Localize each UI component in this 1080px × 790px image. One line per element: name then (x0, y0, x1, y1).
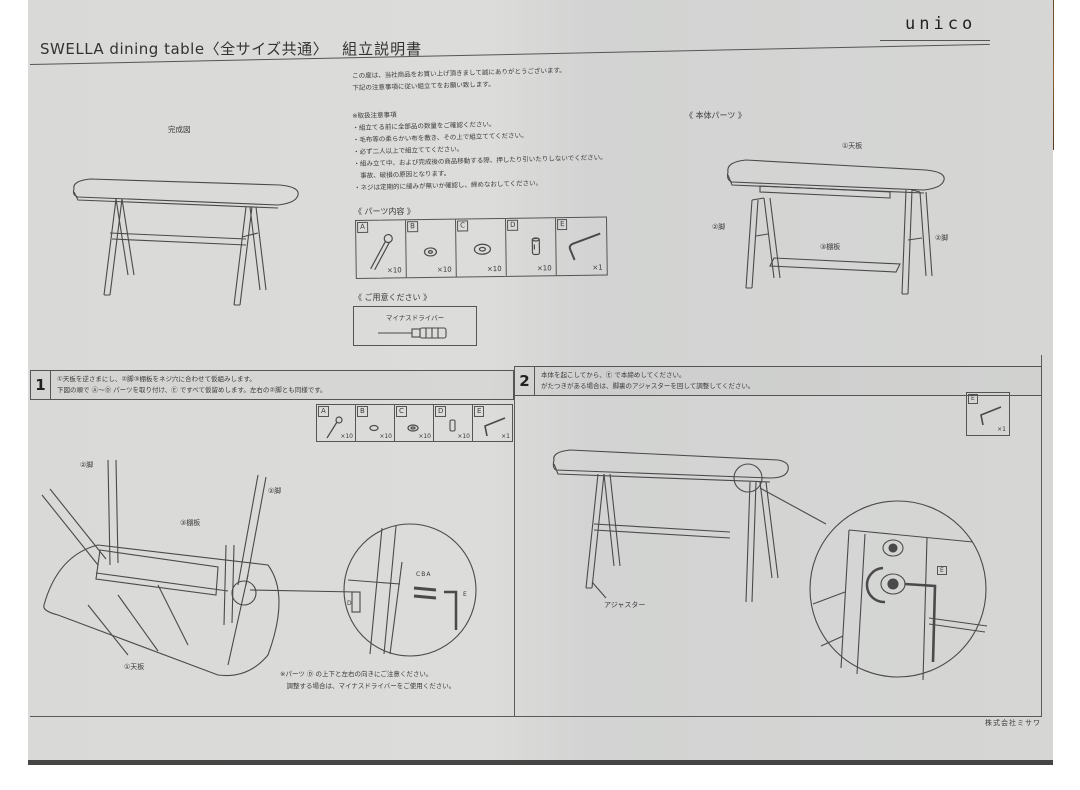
tool-box: マイナスドライバー (353, 306, 477, 346)
step-1-upside-down-table-illustration (41, 459, 280, 677)
hex-key-icon (484, 417, 506, 437)
step-1-label-leg-b: ②脚 (268, 487, 282, 495)
step-2-connector-line (759, 487, 827, 525)
handling-notes: ※取扱注意事項 ・組立てる前に全部品の数量をご確認ください。 ・毛布等の柔らかい… (352, 103, 607, 194)
bolt-icon (370, 233, 393, 271)
bolt-icon (326, 416, 343, 439)
part-label-shelf: ③棚板 (820, 243, 841, 251)
flathead-screwdriver-icon (378, 327, 447, 339)
steps-frame (30, 355, 1042, 717)
detail-letter-e: E (463, 591, 467, 598)
step-1-detail-zoom-illustration (343, 523, 477, 657)
step-1-connector-line (249, 589, 357, 593)
part-label-leg-left: ②脚 (712, 223, 726, 231)
step-2-instructions: 本体を起こしてから、Ⓔ で本締めしてください。 がたつきがある場合は、脚裏のアジ… (541, 371, 755, 390)
part-label-top: ①天板 (842, 142, 863, 150)
part-b: B ×10 (406, 219, 457, 278)
part-c: C ×10 (456, 218, 507, 277)
complete-table-illustration (72, 178, 299, 306)
tool-name: マイナスドライバー (385, 314, 445, 322)
flat-washer-icon (473, 243, 492, 255)
barrel-nut-icon (449, 419, 456, 432)
parts-list: A ×10 B ×10 C ×10 D ×10 E ×1 (355, 216, 608, 279)
step-1-part-c: C×10 (395, 405, 434, 441)
step-2-upright-table-illustration (552, 449, 789, 603)
step-1-part-a: A×10 (317, 405, 356, 441)
step-1-number: 1 (31, 371, 51, 399)
size-note: 〈全サイズ共通〉 (204, 40, 329, 58)
complete-view-label: 完成図 (168, 125, 191, 134)
doc-type: 組立説明書 (342, 40, 423, 58)
spring-washer-icon (423, 247, 438, 257)
step-2-detail-letter-e: E (937, 566, 947, 575)
step-1-part-b: B×10 (356, 405, 395, 441)
spring-washer-icon (369, 424, 379, 432)
brand-logo: unico (905, 14, 977, 34)
step-1-part-e: E×1 (473, 405, 512, 441)
adjuster-label: アジャスター (604, 601, 646, 609)
hex-key-icon (980, 406, 1002, 426)
adjuster-pointer (591, 581, 607, 599)
detail-letters: CBA (416, 571, 432, 578)
step-2-header: 2 本体を起こしてから、Ⓔ で本締めしてください。 がたつきがある場合は、脚裏の… (514, 366, 1042, 396)
detail-letter-d: D (347, 600, 352, 607)
step-2-detail-zoom-illustration (809, 500, 988, 681)
prepare-heading: 《 ご用意ください 》 (354, 293, 432, 302)
step-1-caution: ※パーツ Ⓓ の上下と左右の向きにご注意ください。 調整する場合は、マイナスドラ… (280, 670, 456, 690)
hex-key-icon (568, 232, 601, 261)
step-1-instructions: ①天板を逆さまにし、②脚③棚板をネジ穴に合わせて仮組みします。 下図の順で Ⓐ〜… (57, 375, 327, 394)
part-a: A ×10 (356, 220, 407, 278)
step-1-label-shelf: ③棚板 (180, 519, 201, 527)
main-parts-heading: 《 本体パーツ 》 (685, 111, 746, 120)
step-1-parts: A×10 B×10 C×10 D×10 E×1 (316, 404, 513, 442)
steps-divider (514, 395, 515, 717)
step-1-header: 1 ①天板を逆さまにし、②脚③棚板をネジ穴に合わせて仮組みします。 下図の順で … (30, 370, 514, 400)
step-2-part-e: E ×1 (966, 392, 1010, 436)
company-name: 株式会社ミサワ (985, 719, 1041, 727)
part-e: E ×1 (556, 217, 607, 275)
main-parts-illustration (726, 159, 945, 295)
brand-underline (880, 40, 990, 41)
parts-heading: 《 パーツ内容 》 (354, 207, 415, 216)
step-1-part-d: D×10 (434, 405, 473, 441)
step-1-label-top: ①天板 (124, 663, 145, 671)
flat-washer-icon (407, 424, 419, 432)
step-2-number: 2 (515, 367, 535, 395)
product-name: SWELLA dining table (40, 40, 205, 58)
instruction-sheet (28, 0, 1053, 765)
barrel-nut-icon (531, 237, 541, 256)
step-1-label-leg-a: ②脚 (80, 461, 94, 469)
part-label-leg-right: ②脚 (935, 234, 949, 242)
document-title: SWELLA dining table〈全サイズ共通〉組立説明書 (40, 38, 422, 59)
part-d: D ×10 (505, 218, 557, 276)
sheet-bottom-edge (28, 760, 1053, 765)
